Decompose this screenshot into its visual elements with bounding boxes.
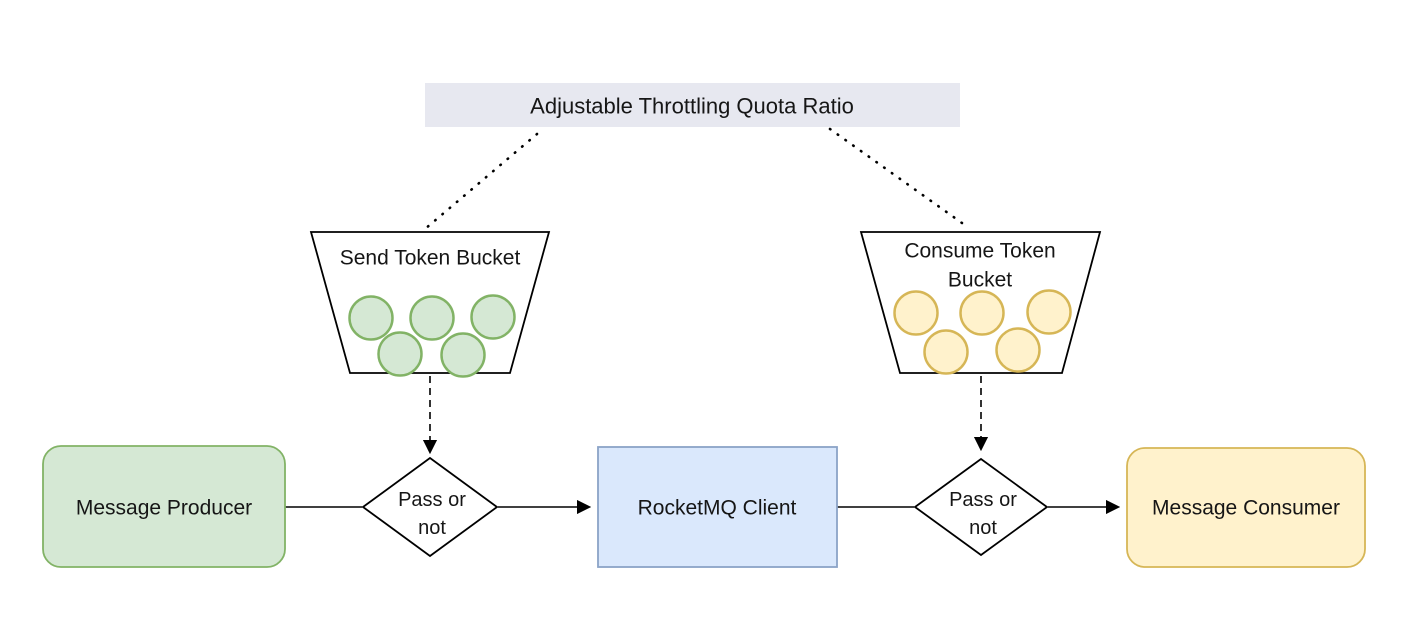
- dotted-connector-to-consume-bucket: [828, 127, 971, 230]
- consume-token-circle: [923, 329, 969, 375]
- consume-decision-diamond: [913, 457, 1049, 557]
- consume-decision-label-line1: Pass or: [949, 489, 1017, 511]
- send-token-bucket-label: Send Token Bucket: [340, 247, 521, 270]
- rocketmq-client-label: RocketMQ Client: [638, 497, 797, 520]
- send-token-circle: [409, 295, 455, 341]
- message-producer-label: Message Producer: [76, 497, 252, 520]
- message-producer-box: [42, 445, 286, 568]
- send-token-circle: [377, 331, 423, 377]
- send-decision-diamond: [361, 456, 499, 558]
- send-decision-label-line2: not: [418, 517, 446, 539]
- consume-token-circle: [893, 290, 939, 336]
- consume-token-circle: [995, 327, 1041, 373]
- dotted-connector-to-send-bucket: [423, 132, 539, 231]
- send-token-circle: [470, 294, 516, 340]
- quota-ratio-label: Adjustable Throttling Quota Ratio: [530, 94, 854, 119]
- consume-token-group: [893, 289, 1072, 375]
- consume-token-circle: [1026, 289, 1072, 335]
- send-token-circle: [348, 295, 394, 341]
- consume-decision-label-line2: not: [969, 517, 997, 539]
- send-decision-label-line1: Pass or: [398, 489, 466, 511]
- message-consumer-box: [1126, 447, 1366, 568]
- send-token-circle: [440, 332, 486, 378]
- message-consumer-label: Message Consumer: [1152, 497, 1340, 520]
- send-token-group: [348, 294, 516, 378]
- consume-token-bucket-label-line1: Consume Token: [904, 240, 1055, 263]
- consume-token-bucket-label-line2: Bucket: [948, 269, 1012, 292]
- rocketmq-client-box: [597, 446, 838, 568]
- quota-ratio-bar: [425, 83, 960, 127]
- consume-token-circle: [959, 290, 1005, 336]
